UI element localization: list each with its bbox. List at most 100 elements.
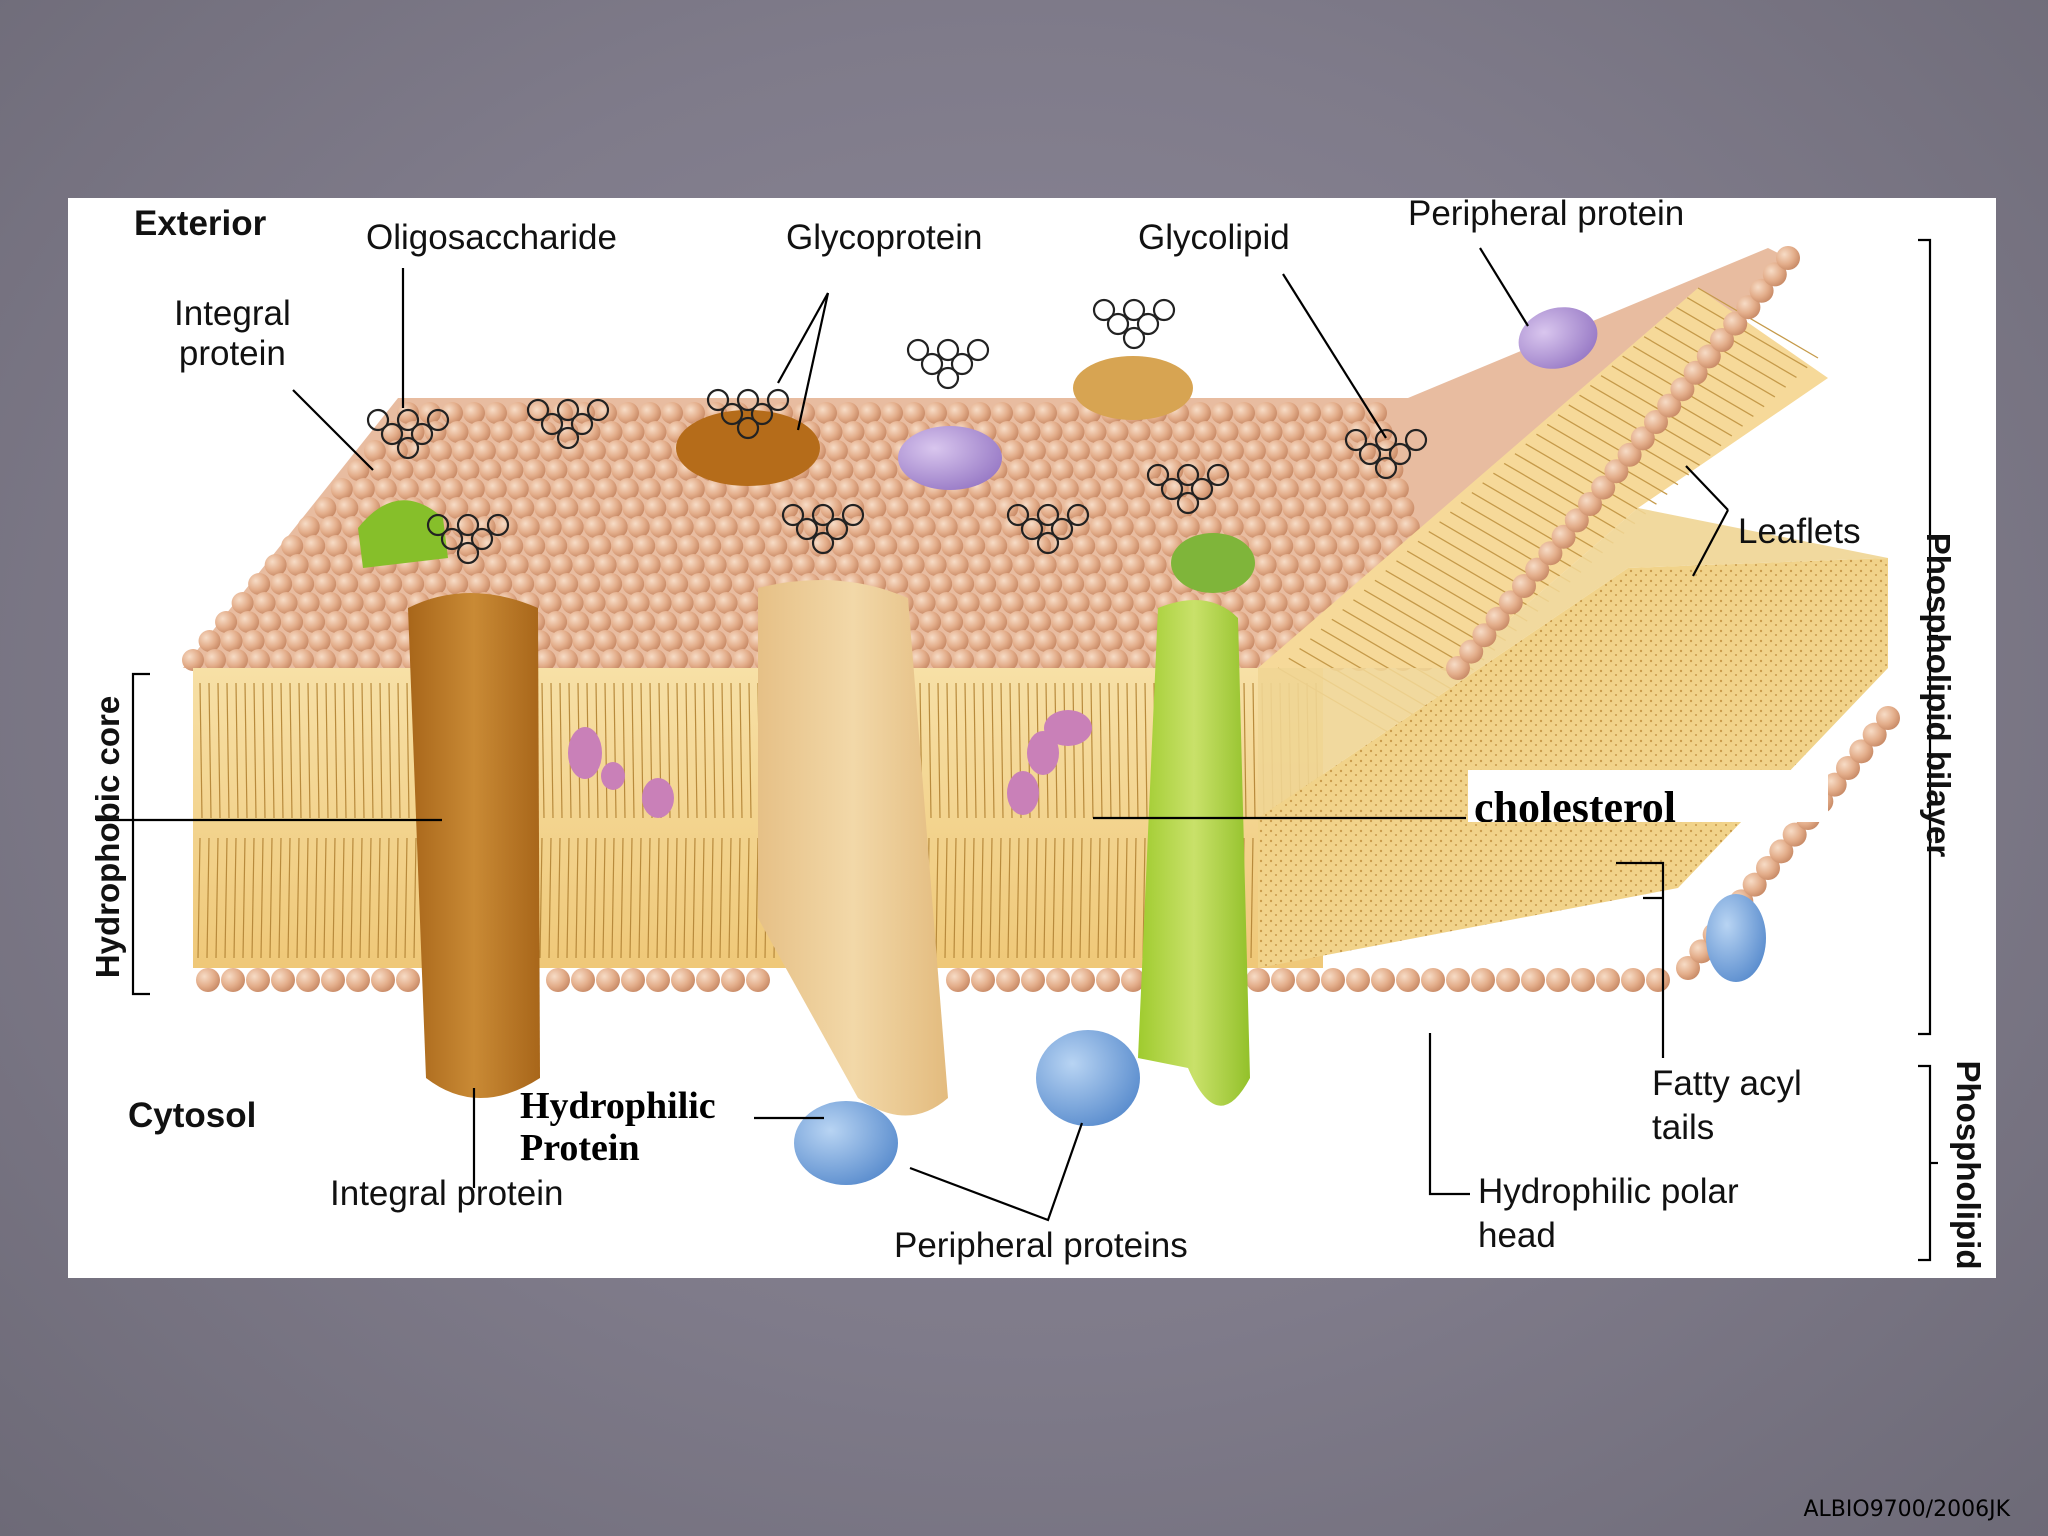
head-group [859,402,881,424]
head-group [1498,590,1523,615]
head-group [726,554,749,576]
head-group [919,611,942,633]
sugar-ring [1190,477,1214,501]
sugar-ring [1036,503,1060,527]
head-group [556,573,579,595]
head-group [1271,968,1295,992]
head-group [683,402,705,424]
sugar-ring [380,422,404,446]
sugar-ring [586,398,610,422]
sugar-ring [1020,517,1044,541]
head-group [831,459,854,481]
head-group [589,535,612,557]
head-group [627,592,650,614]
head-group [770,554,793,576]
integral-protein-green-top [358,500,448,568]
head-group [688,573,711,595]
head-group [1122,630,1145,652]
head-group [704,554,727,576]
sugar-ring [950,352,974,376]
head-group [490,573,513,595]
head-group [1001,516,1024,538]
head-group [347,611,370,633]
head-group [1121,968,1145,992]
head-group [732,497,755,519]
head-group [952,649,974,671]
head-group [1646,968,1670,992]
head-group [814,478,837,500]
head-group [451,516,474,538]
head-group [1277,402,1299,424]
head-group [1106,497,1129,519]
head-group [1084,497,1107,519]
head-group [935,592,958,614]
head-group [1260,497,1283,519]
head-group [1271,535,1294,557]
head-group [1822,772,1847,797]
head-group [1199,440,1222,462]
head-group [1128,649,1150,671]
head-group [248,573,271,595]
sugar-ring [1374,456,1398,480]
head-group [1392,497,1415,519]
head-group [468,573,491,595]
glycoprotein-label: Glycoprotein [786,218,983,257]
head-group [886,421,909,443]
head-group [677,535,700,557]
head-group [660,554,683,576]
head-group [1056,630,1079,652]
head-group [985,535,1008,557]
head-group [1736,295,1761,320]
head-group [473,440,496,462]
head-group [1538,541,1563,566]
head-group [1029,611,1052,633]
head-group [1034,630,1057,652]
sugar-ring [1050,517,1074,541]
head-group [853,535,876,557]
sugar-ring [825,517,849,541]
head-group [1106,573,1129,595]
sugar-ring [570,412,594,436]
green-integral-protein [1138,600,1250,1106]
head-group [1013,402,1035,424]
head-group [858,554,881,576]
head-group [1078,478,1101,500]
head-group [506,554,529,576]
head-group [1194,421,1217,443]
head-group [1282,497,1305,519]
head-group [715,592,738,614]
head-group [1243,592,1266,614]
head-group [1040,573,1063,595]
head-group [369,611,392,633]
head-group [221,968,245,992]
head-group [506,478,529,500]
head-group [809,459,832,481]
head-group [292,649,314,671]
glycolipid-dome [1073,356,1193,420]
head-group [617,402,639,424]
head-group [721,611,744,633]
head-group [971,968,995,992]
cholesterol-label: cholesterol [1474,783,1677,822]
head-group [215,611,238,633]
head-group [380,649,402,671]
head-group [1421,968,1445,992]
head-group [913,516,936,538]
head-group [1189,402,1211,424]
head-group [1621,968,1645,992]
head-group [1343,402,1365,424]
head-group [253,592,276,614]
head-group [578,497,601,519]
cytosol-label: Cytosol [128,1096,257,1135]
head-group [732,649,754,671]
head-group [1326,421,1349,443]
sugar-ring [1344,428,1368,452]
head-group [457,459,480,481]
head-group [1836,756,1860,780]
head-group [512,497,535,519]
head-group [710,497,733,519]
head-group [1287,592,1310,614]
head-group [1029,535,1052,557]
head-group [891,516,914,538]
head-group [1282,573,1305,595]
